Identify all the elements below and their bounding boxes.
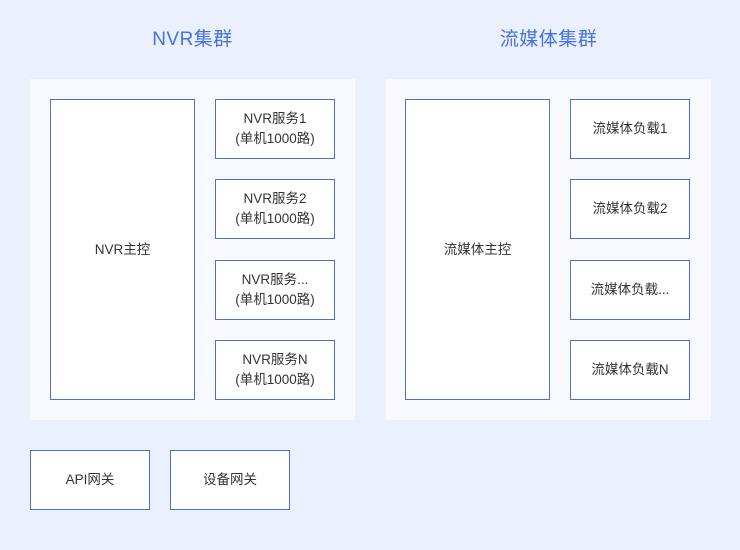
nvr-service-1-name: NVR服务1 [243, 111, 307, 126]
nvr-service-box-2[interactable]: NVR服务2 (单机1000路) [215, 179, 335, 239]
nvr-master-label: NVR主控 [94, 241, 151, 257]
nvr-service-box-n[interactable]: NVR服务N (单机1000路) [215, 340, 335, 400]
streaming-load-box-1[interactable]: 流媒体负载1 [570, 99, 690, 159]
cluster-title-nvr: NVR集群 [152, 29, 233, 50]
streaming-load-box-3[interactable]: 流媒体负载... [570, 260, 690, 320]
streaming-load-2-name: 流媒体负载2 [592, 201, 668, 216]
nvr-master-box[interactable]: NVR主控 [50, 99, 195, 400]
nvr-service-2-capacity: (单机1000路) [235, 211, 315, 226]
streaming-load-box-n[interactable]: 流媒体负载N [570, 340, 690, 400]
api-gateway-box[interactable]: API网关 [30, 450, 150, 510]
nvr-service-box-3[interactable]: NVR服务... (单机1000路) [215, 260, 335, 320]
nvr-service-3-capacity: (单机1000路) [235, 292, 315, 307]
streaming-load-n-name: 流媒体负载N [591, 362, 669, 377]
streaming-master-label: 流媒体主控 [443, 241, 512, 257]
cluster-title-streaming: 流媒体集群 [499, 29, 598, 50]
nvr-service-1-capacity: (单机1000路) [235, 131, 315, 146]
cluster-panel-nvr: NVR主控 NVR服务1 (单机1000路) NVR服务2 (单机1000路) … [30, 79, 355, 420]
cluster-panel-streaming: 流媒体主控 流媒体负载1 流媒体负载2 流媒体负载... 流媒体负载N [386, 79, 711, 420]
streaming-master-box[interactable]: 流媒体主控 [405, 99, 550, 400]
nvr-service-3-name: NVR服务... [241, 272, 309, 287]
streaming-load-box-2[interactable]: 流媒体负载2 [570, 179, 690, 239]
device-gateway-box[interactable]: 设备网关 [170, 450, 290, 510]
nvr-service-n-capacity: (单机1000路) [235, 372, 315, 387]
device-gateway-label: 设备网关 [203, 472, 257, 487]
streaming-load-1-name: 流媒体负载1 [592, 121, 668, 136]
nvr-service-2-name: NVR服务2 [243, 191, 307, 206]
nvr-service-box-1[interactable]: NVR服务1 (单机1000路) [215, 99, 335, 159]
streaming-load-3-name: 流媒体负载... [590, 282, 670, 297]
nvr-service-n-name: NVR服务N [242, 352, 308, 367]
api-gateway-label: API网关 [65, 472, 115, 487]
